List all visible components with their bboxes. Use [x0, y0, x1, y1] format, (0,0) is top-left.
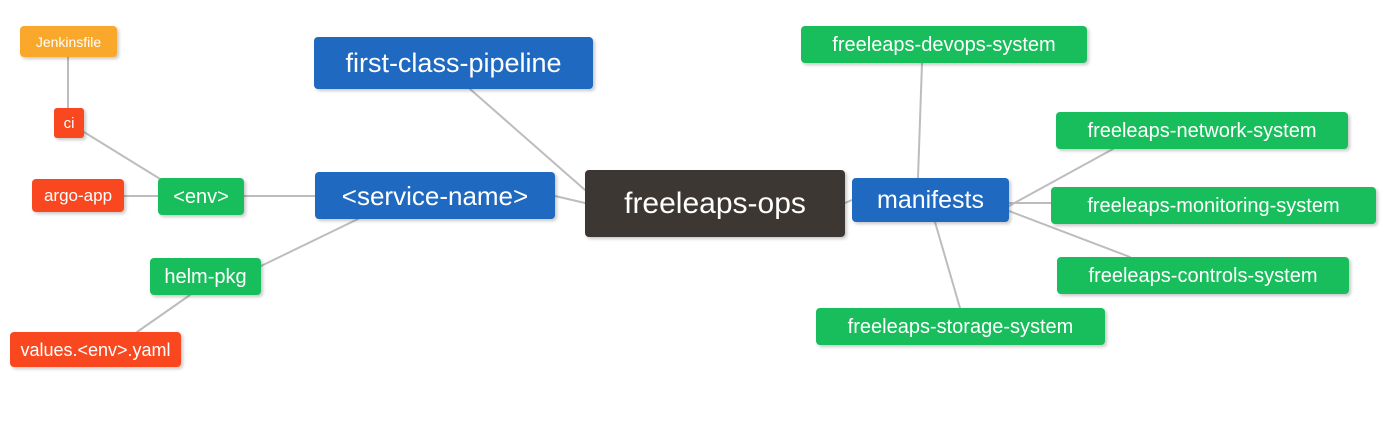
edge-manifests-to-freeleaps-devops-system — [917, 62, 923, 179]
node-label-env: <env> — [173, 185, 229, 208]
node-label-freeleaps-ops: freeleaps-ops — [624, 186, 806, 220]
node-ci[interactable]: ci — [54, 108, 84, 138]
node-freeleaps-monitoring-system[interactable]: freeleaps-monitoring-system — [1051, 187, 1376, 224]
node-manifests[interactable]: manifests — [852, 178, 1009, 222]
node-values-env-yaml[interactable]: values.<env>.yaml — [10, 332, 181, 367]
node-freeleaps-devops-system[interactable]: freeleaps-devops-system — [801, 26, 1087, 63]
node-freeleaps-network-system[interactable]: freeleaps-network-system — [1056, 112, 1348, 149]
edge-manifests-to-freeleaps-storage-system — [934, 221, 961, 309]
edge-freeleaps-ops-to-service-name — [554, 195, 586, 204]
edge-helm-pkg-to-values-env-yaml — [136, 294, 191, 333]
edge-service-name-to-helm-pkg — [260, 218, 359, 267]
node-first-class-pipeline[interactable]: first-class-pipeline — [314, 37, 593, 89]
node-freeleaps-controls-system[interactable]: freeleaps-controls-system — [1057, 257, 1349, 294]
node-label-freeleaps-monitoring-system: freeleaps-monitoring-system — [1087, 194, 1340, 217]
node-label-values-env-yaml: values.<env>.yaml — [20, 339, 171, 360]
node-label-freeleaps-devops-system: freeleaps-devops-system — [832, 33, 1056, 56]
node-label-first-class-pipeline: first-class-pipeline — [345, 47, 562, 78]
node-helm-pkg[interactable]: helm-pkg — [150, 258, 261, 295]
node-label-argo-app: argo-app — [43, 186, 113, 205]
node-service-name[interactable]: <service-name> — [315, 172, 555, 219]
node-label-freeleaps-storage-system: freeleaps-storage-system — [847, 315, 1074, 338]
node-env[interactable]: <env> — [158, 178, 244, 215]
node-freeleaps-storage-system[interactable]: freeleaps-storage-system — [816, 308, 1105, 345]
node-label-helm-pkg: helm-pkg — [164, 265, 247, 288]
node-argo-app[interactable]: argo-app — [32, 179, 124, 212]
node-label-manifests: manifests — [877, 185, 984, 214]
node-label-jenkinsfile: Jenkinsfile — [35, 33, 102, 50]
node-jenkinsfile[interactable]: Jenkinsfile — [20, 26, 117, 57]
node-freeleaps-ops[interactable]: freeleaps-ops — [585, 170, 845, 237]
node-label-ci: ci — [63, 114, 75, 132]
node-label-freeleaps-network-system: freeleaps-network-system — [1087, 119, 1317, 142]
node-label-service-name: <service-name> — [341, 180, 529, 211]
edge-freeleaps-ops-to-manifests — [844, 199, 853, 204]
node-label-freeleaps-controls-system: freeleaps-controls-system — [1088, 264, 1318, 287]
